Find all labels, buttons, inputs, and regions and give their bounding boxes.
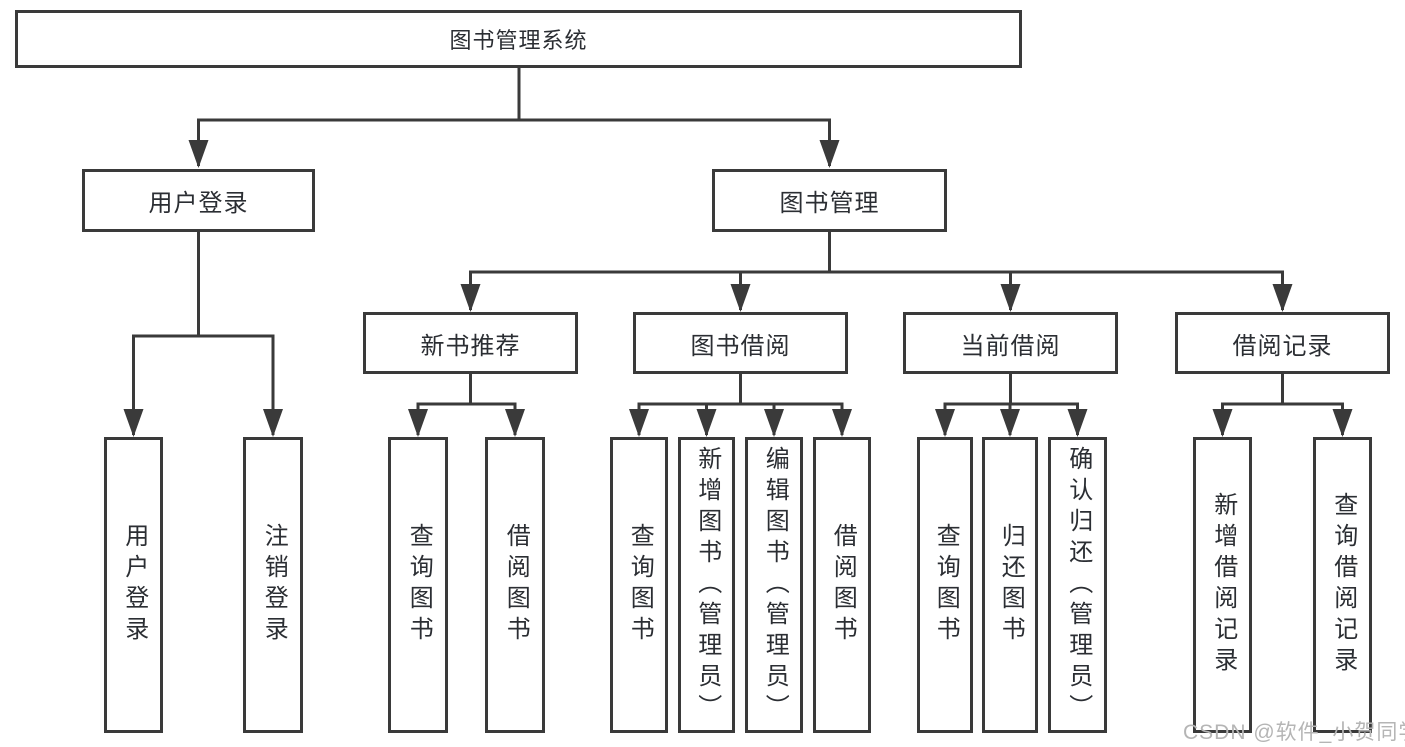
node-label: 借阅图书 <box>502 523 530 647</box>
node-label: 查询借阅记录 <box>1329 492 1357 678</box>
node-root-system: 图书管理系统 <box>15 10 1022 68</box>
leaf-record-query-borrow-record: 查询借阅记录 <box>1313 437 1372 733</box>
leaf-record-add-borrow-record: 新增借阅记录 <box>1193 437 1252 733</box>
connector-book-management-to-level3 <box>460 232 1293 312</box>
connector-root-to-level2 <box>188 68 840 168</box>
node-label: 查询图书 <box>405 523 433 647</box>
node-borrow-record: 借阅记录 <box>1175 312 1390 374</box>
connector-current-borrow-to-leaves <box>935 374 1088 437</box>
node-label: 查询图书 <box>932 523 960 647</box>
arrowhead-down <box>123 409 144 437</box>
connector-new-book-recommend-to-leaves <box>408 374 525 437</box>
arrowhead-down <box>408 409 428 437</box>
node-label: 图书借阅 <box>690 332 791 360</box>
arrowhead-down <box>629 409 649 437</box>
arrowhead-down <box>1332 409 1353 437</box>
arrowhead-down <box>460 284 481 312</box>
leaf-newrec-query-books: 查询图书 <box>388 437 448 733</box>
node-label: 查询图书 <box>626 523 654 647</box>
connector-borrow-record-to-leaves <box>1212 374 1353 437</box>
node-label: 图书管理 <box>779 190 880 217</box>
arrowhead-down <box>832 409 852 437</box>
node-user-login: 用户登录 <box>82 169 315 232</box>
arrowhead-down <box>764 409 784 437</box>
leaf-newrec-borrow-books: 借阅图书 <box>485 437 545 733</box>
node-current-borrow: 当前借阅 <box>903 312 1118 374</box>
node-book-management: 图书管理 <box>712 169 947 232</box>
connector-book-borrow-to-leaves <box>629 374 852 437</box>
node-label: 当前借阅 <box>960 332 1061 360</box>
arrowhead-down <box>935 409 955 437</box>
arrowhead-down <box>1272 284 1293 312</box>
node-book-borrow: 图书借阅 <box>633 312 848 374</box>
leaf-borrow-query-books: 查询图书 <box>610 437 668 733</box>
leaf-borrow-add-books-admin: 新增图书（管理员） <box>678 437 735 733</box>
arrowhead-down <box>819 140 840 168</box>
node-label: 编辑图书（管理员） <box>761 445 789 725</box>
node-label: 归还图书 <box>997 523 1025 647</box>
node-label: 用户登录 <box>148 190 249 217</box>
watermark: CSDN @软件_小贺同学 <box>1183 721 1405 744</box>
leaf-current-query-books: 查询图书 <box>917 437 973 733</box>
arrowhead-down <box>696 409 717 437</box>
node-label: 图书管理系统 <box>449 28 588 53</box>
arrowhead-down <box>1067 409 1088 437</box>
arrowhead-down <box>505 409 525 437</box>
node-label: 借阅图书 <box>829 523 857 647</box>
node-label: 用户登录 <box>120 523 148 647</box>
arrowhead-down <box>730 284 751 312</box>
leaf-user-login: 用户登录 <box>104 437 163 733</box>
connector-user-login-to-leaves <box>123 232 283 437</box>
node-label: 借阅记录 <box>1232 332 1333 360</box>
leaf-current-return-books: 归还图书 <box>982 437 1038 733</box>
leaf-borrow-edit-books-admin: 编辑图书（管理员） <box>745 437 803 733</box>
arrowhead-down <box>1000 284 1021 312</box>
node-label: 新书推荐 <box>420 332 521 360</box>
arrowhead-down <box>1212 409 1233 437</box>
leaf-logout: 注销登录 <box>243 437 303 733</box>
arrowhead-down <box>263 409 283 437</box>
leaf-current-confirm-return-admin: 确认归还（管理员） <box>1048 437 1107 733</box>
node-label: 新增借阅记录 <box>1209 492 1237 678</box>
arrowhead-down <box>1000 409 1020 437</box>
node-label: 新增图书（管理员） <box>693 445 721 725</box>
node-new-book-recommend: 新书推荐 <box>363 312 578 374</box>
node-label: 注销登录 <box>260 523 288 647</box>
leaf-borrow-borrow-books: 借阅图书 <box>813 437 871 733</box>
node-label: 确认归还（管理员） <box>1064 445 1092 725</box>
arrowhead-down <box>188 140 209 168</box>
